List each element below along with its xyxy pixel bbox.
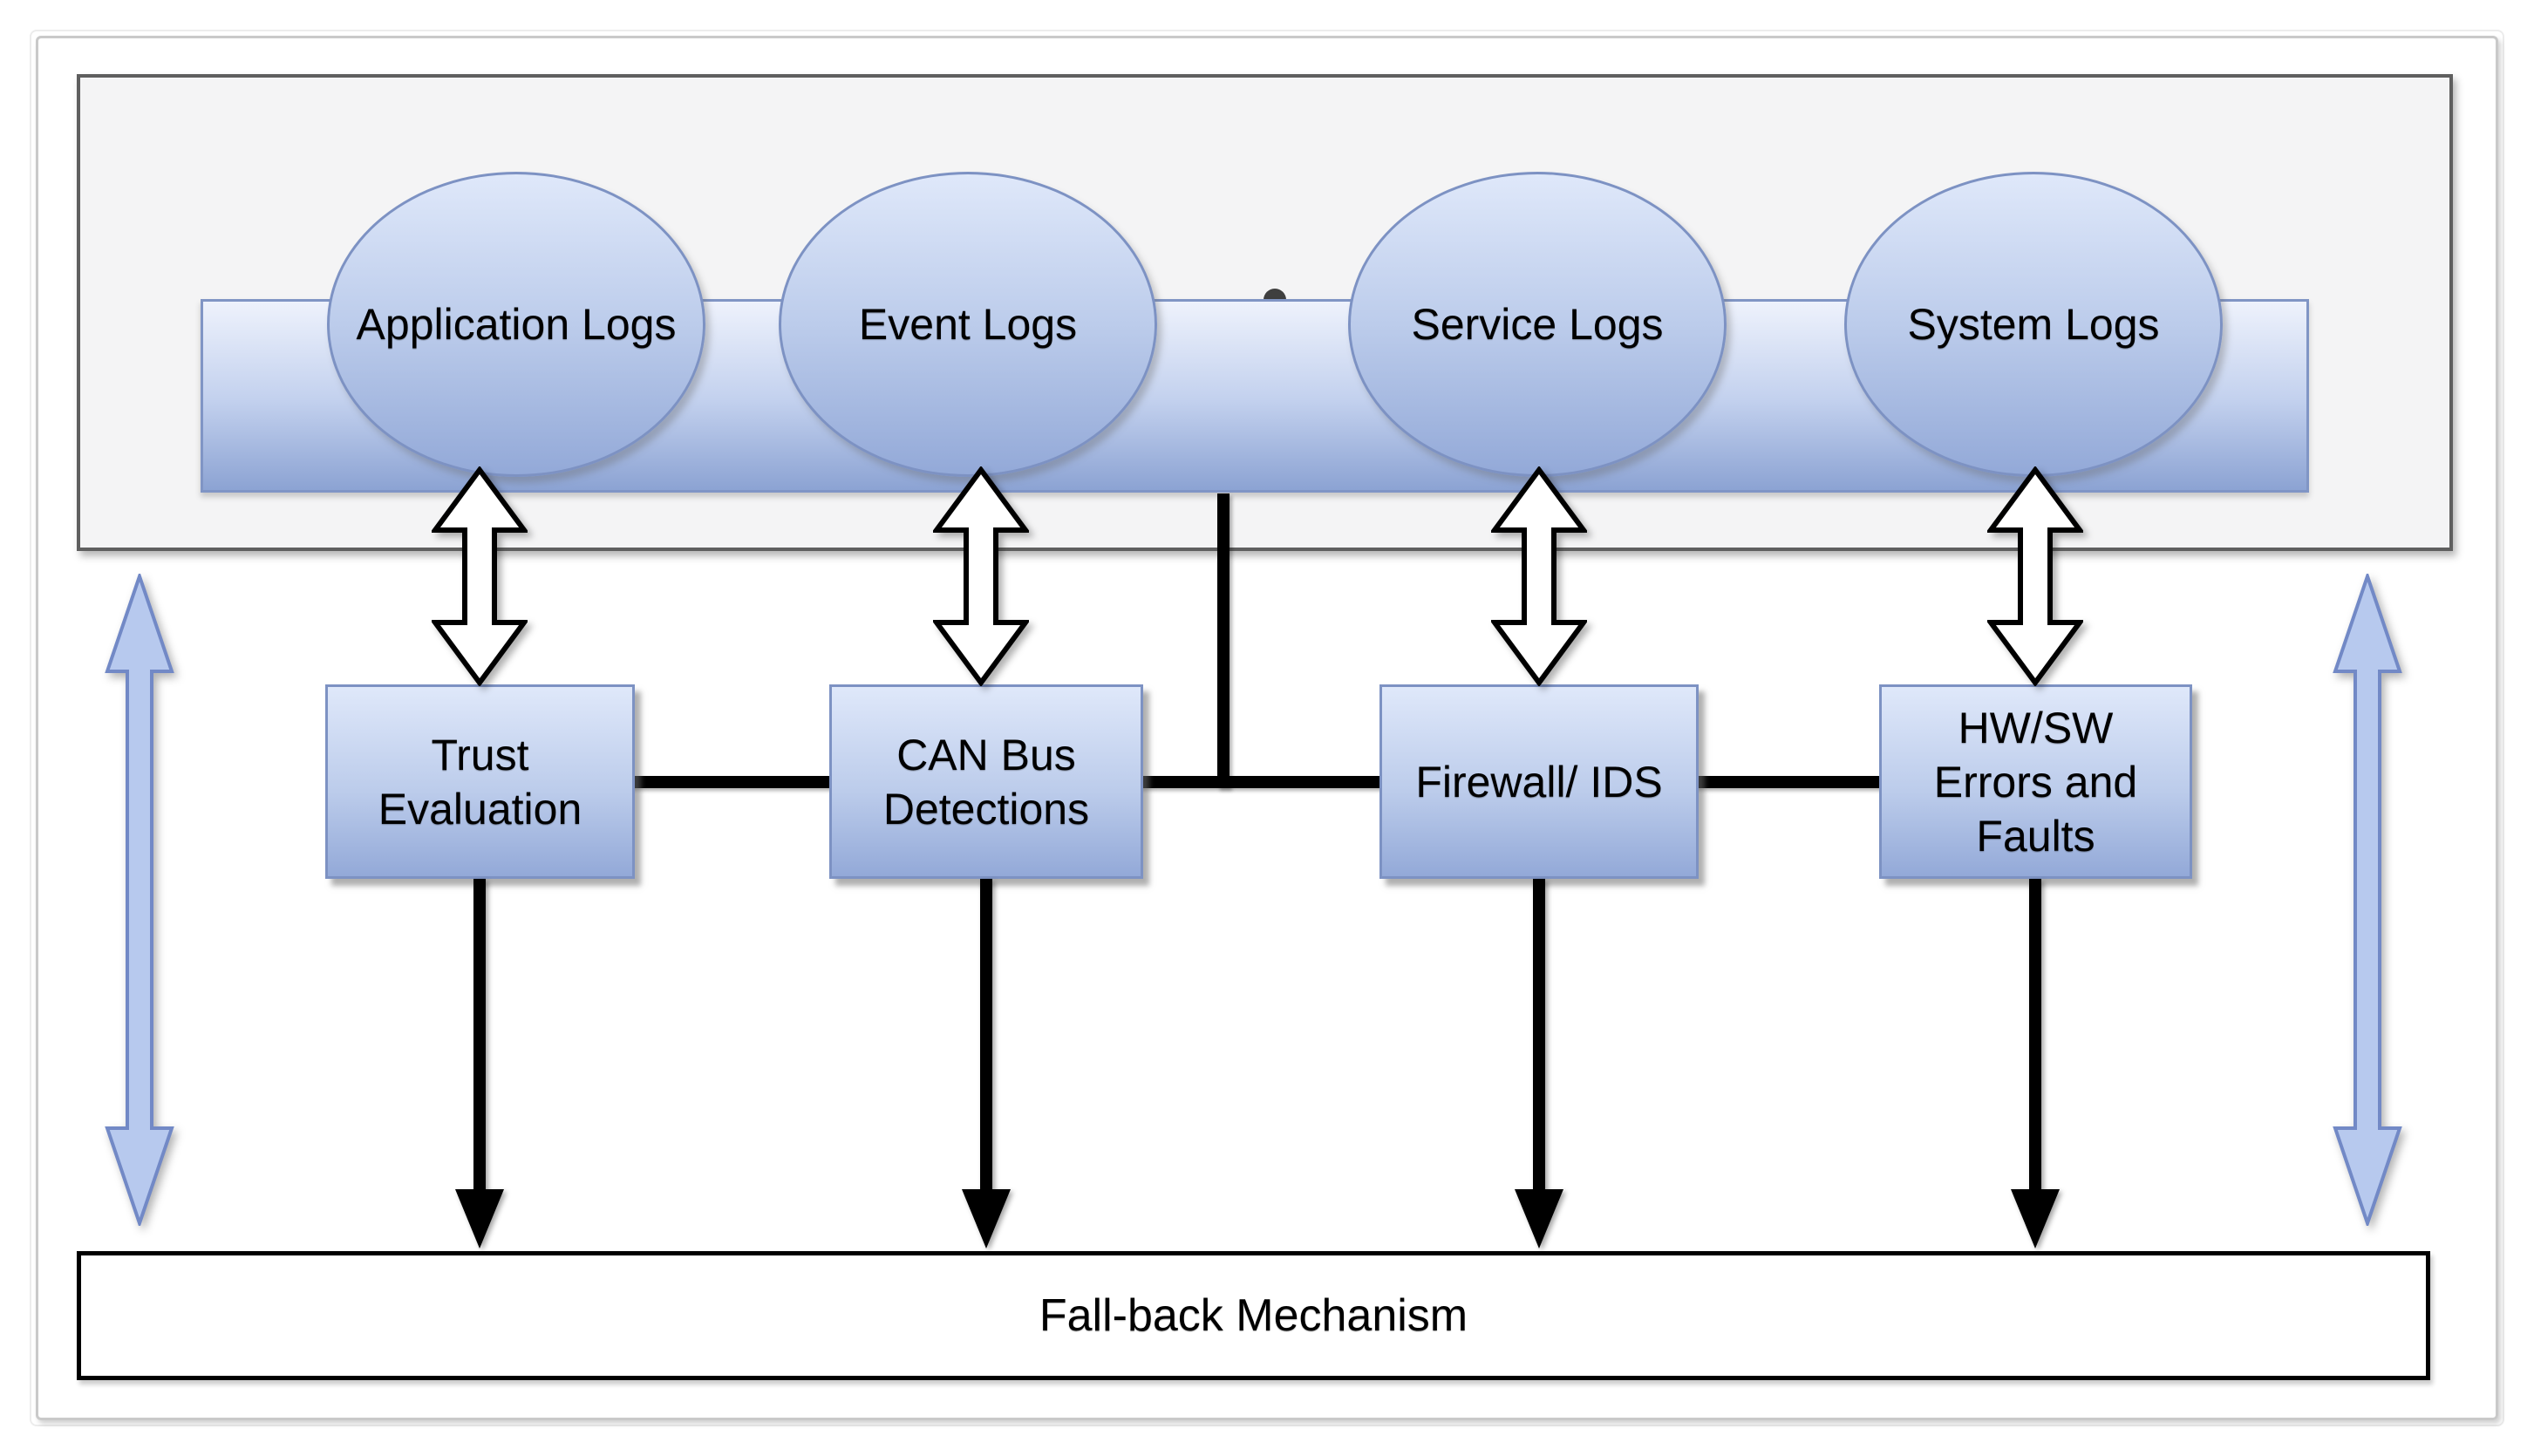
down-arrow-icon: [962, 879, 1011, 1248]
detector-box-hw-sw-errors-faults: HW/SW Errors and Faults: [1879, 684, 2192, 879]
connector-bar-to-bus: [1217, 493, 1230, 788]
detector-box-trust-evaluation: Trust Evaluation: [325, 684, 635, 879]
detector-box-can-bus-detections: CAN Bus Detections: [829, 684, 1143, 879]
log-source-label: Service Logs: [1411, 300, 1664, 349]
log-source-label: Application Logs: [356, 300, 677, 349]
down-arrow-icon: [455, 879, 504, 1248]
down-arrow-icon: [1515, 879, 1563, 1248]
connector-canbus-to-firewall: [1138, 776, 1385, 788]
right-vertical-double-arrow-icon: [2333, 574, 2402, 1226]
log-source-ellipse-event-logs: Event Logs: [779, 172, 1157, 477]
connector-trust-to-canbus: [630, 776, 834, 788]
bidirectional-arrow-icon: [1987, 466, 2083, 686]
detector-label: Trust Evaluation: [378, 730, 582, 833]
detector-label: Firewall/ IDS: [1415, 757, 1663, 806]
left-vertical-double-arrow-icon: [105, 574, 174, 1226]
bidirectional-arrow-icon: [432, 466, 528, 686]
detector-label: CAN Bus Detections: [882, 730, 1090, 833]
detector-label: HW/SW Errors and Faults: [1933, 703, 2138, 861]
outer-frame: [30, 30, 2504, 1426]
bidirectional-arrow-icon: [1491, 466, 1587, 686]
log-source-ellipse-application-logs: Application Logs: [327, 172, 705, 477]
log-source-label: System Logs: [1907, 300, 2160, 349]
detector-box-firewall-ids: Firewall/ IDS: [1379, 684, 1699, 879]
log-source-ellipse-system-logs: System Logs: [1844, 172, 2223, 477]
log-source-label: Event Logs: [858, 300, 1078, 349]
connector-firewall-to-hwsw: [1693, 776, 1884, 788]
inner-frame: [36, 36, 2498, 1420]
fallback-mechanism-box: Fall-back Mechanism: [77, 1251, 2430, 1380]
down-arrow-icon: [2011, 879, 2060, 1248]
bidirectional-arrow-icon: [933, 466, 1029, 686]
fallback-mechanism-label: Fall-back Mechanism: [1039, 1290, 1468, 1341]
log-source-ellipse-service-logs: Service Logs: [1348, 172, 1727, 477]
